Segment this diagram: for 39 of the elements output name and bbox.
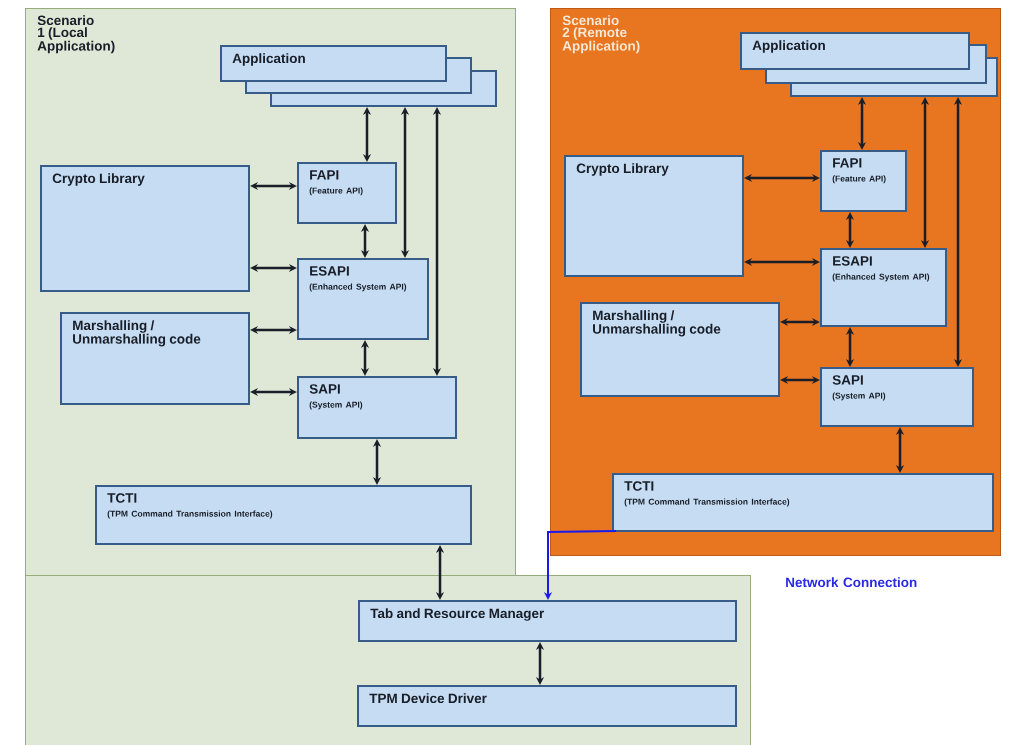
component-box: Marshalling / Unmarshalling code	[60, 312, 250, 405]
component-box: TPM Device Driver	[357, 685, 737, 727]
arrow	[360, 340, 370, 376]
component-box: Application	[740, 32, 970, 70]
arrow	[744, 257, 820, 267]
arrow	[250, 387, 297, 397]
arrow	[780, 375, 820, 385]
component-box: Tab and Resource Manager	[358, 600, 737, 642]
component-box: Crypto Library	[40, 165, 250, 292]
arrow	[360, 224, 370, 258]
component-box: TCTI (TPM Command Transmission Interface)	[95, 485, 472, 545]
component-box: TCTI (TPM Command Transmission Interface)	[612, 473, 994, 532]
component-box: ESAPI (Enhanced System API)	[297, 258, 429, 340]
arrow	[372, 439, 382, 485]
arrow	[250, 325, 297, 335]
arrow	[744, 173, 820, 183]
arrow	[845, 327, 855, 367]
arrow	[845, 212, 855, 248]
component-box: Marshalling / Unmarshalling code	[580, 302, 780, 397]
arrow	[780, 317, 820, 327]
arrow	[400, 107, 410, 258]
arrow	[920, 97, 930, 248]
arrow	[432, 107, 442, 376]
arrow	[250, 181, 297, 191]
arrow	[250, 263, 297, 273]
component-box: FAPI (Feature API)	[297, 162, 397, 224]
arrow	[435, 545, 445, 600]
component-box: ESAPI (Enhanced System API)	[820, 248, 947, 327]
arrow	[857, 97, 867, 150]
arrow	[535, 642, 545, 685]
arrow	[895, 427, 905, 473]
component-box: SAPI (System API)	[820, 367, 974, 427]
component-box: Application	[220, 45, 447, 82]
arrow	[953, 97, 963, 367]
component-box: FAPI (Feature API)	[820, 150, 907, 212]
arrow	[362, 107, 372, 162]
network-label: Network Connection	[786, 577, 917, 588]
component-box: SAPI (System API)	[297, 376, 457, 439]
component-box: Crypto Library	[564, 155, 744, 277]
